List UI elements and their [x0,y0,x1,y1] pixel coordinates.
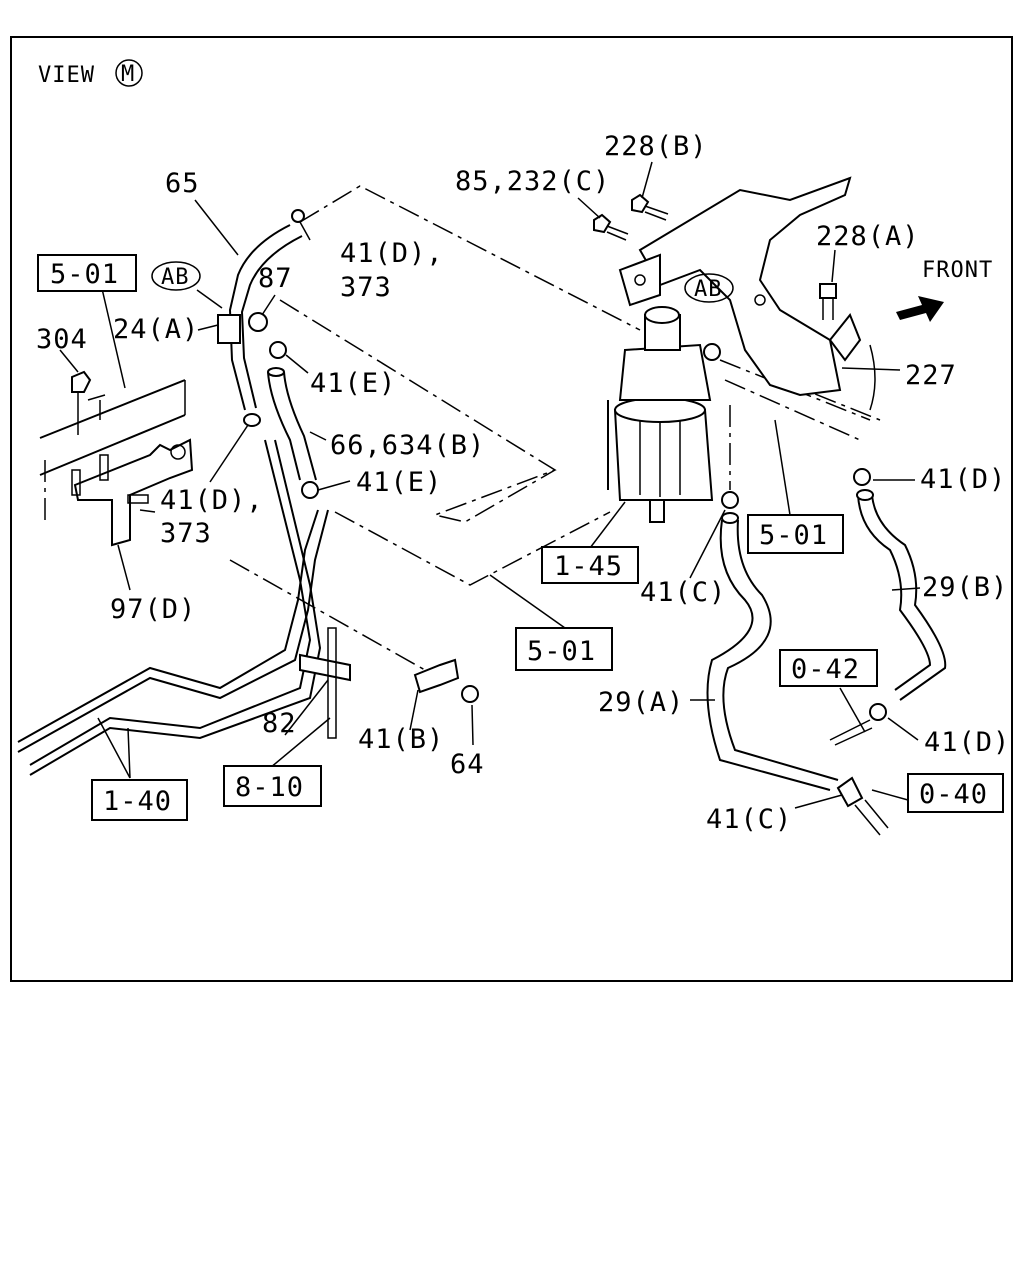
ref-box-5-01-right: 5-01 [759,520,828,551]
leader-lines [59,161,921,809]
bracket-97d [71,370,194,547]
callout-41c-upper: 41(C) [640,577,726,608]
callouts: 65 87 24(A) 304 41(D), 373 41(E) 66,634(… [36,131,1010,835]
view-letter: M [121,62,135,87]
diagram-frame [10,36,1013,982]
callout-97d: 97(D) [110,594,196,625]
callout-41d-373-top-1: 41(D), [340,238,444,269]
callout-41c-lower: 41(C) [706,804,792,835]
callout-29a: 29(A) [598,687,684,718]
ref-box-1-40: 1-40 [103,786,172,817]
clip-assembly [299,627,479,739]
frame-rail [39,379,186,476]
bolts [593,193,837,320]
callout-41d-right-lower: 41(D) [924,727,1010,758]
callout-41d-373-top-2: 373 [340,272,392,303]
callout-304: 304 [36,324,88,355]
callout-85-232c: 85,232(C) [455,166,610,197]
circle-labels: AB AB [151,261,734,303]
front-indicator: FRONT [896,258,993,322]
view-header: VIEW M [38,59,143,88]
hose-65 [217,209,305,411]
hose-29b [829,468,947,746]
ref-box-0-42: 0-42 [791,654,860,685]
front-arrow-icon [896,296,944,322]
view-prefix: VIEW [38,63,95,88]
hose-29a [706,491,889,836]
callout-41e-lower: 41(E) [356,467,442,498]
ref-box-5-01-center: 5-01 [527,636,596,667]
front-label: FRONT [922,258,993,283]
callout-41d-373-left-2: 373 [160,518,212,549]
ref-boxes: 5-01 1-45 5-01 5-01 1-40 8-10 0-42 0-40 [37,254,1004,821]
hose-66 [267,341,319,499]
view-circle [115,59,143,87]
fuel-filter [607,306,721,523]
callout-64: 64 [450,749,485,780]
ref-box-5-01-left: 5-01 [50,259,119,290]
ref-box-8-10: 8-10 [235,772,304,803]
callout-41e-upper: 41(E) [310,368,396,399]
callout-24a: 24(A) [113,314,199,345]
callout-41b: 41(B) [358,724,444,755]
callout-41d-right-upper: 41(D) [920,464,1006,495]
ref-box-1-45: 1-45 [554,551,623,582]
callout-227: 227 [905,360,957,391]
callout-29b: 29(B) [922,572,1008,603]
callout-82: 82 [262,708,297,739]
ref-box-0-40: 0-40 [919,779,988,810]
callout-66-634b: 66,634(B) [330,430,485,461]
bracket-227 [618,176,876,411]
circle-label-ab-right: AB [694,277,723,302]
fuel-lines [17,413,329,776]
callout-228a: 228(A) [816,221,920,252]
callout-87: 87 [258,263,293,294]
callout-228b: 228(B) [604,131,708,162]
callout-41d-373-left-1: 41(D), [160,485,264,516]
circle-label-ab-left: AB [161,265,190,290]
callout-65: 65 [165,168,200,199]
